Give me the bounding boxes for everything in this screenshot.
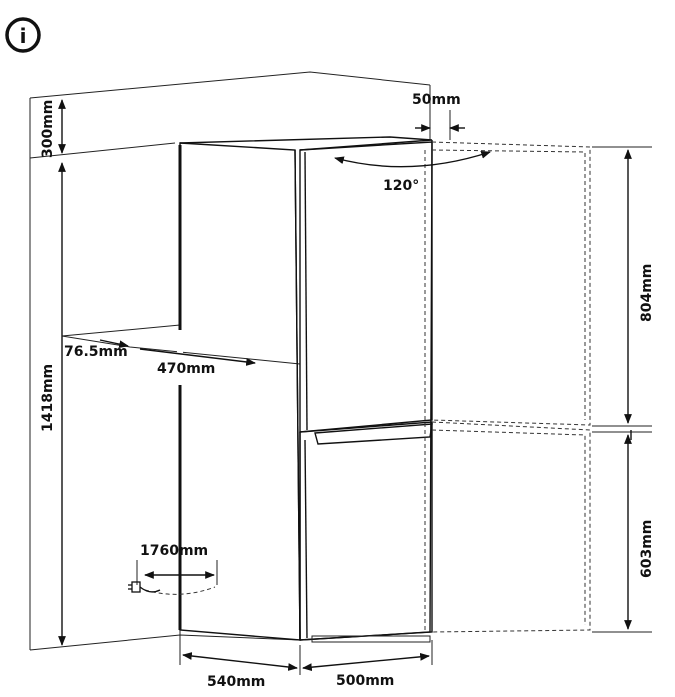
ceiling-clearance-label: 300mm	[40, 100, 56, 158]
dimension-cable-length: 1760mm	[128, 543, 218, 595]
door-upper-label: 804mm	[639, 264, 655, 322]
fridge-body	[177, 136, 433, 641]
dimension-door-lower: 603mm	[592, 430, 655, 633]
info-icon: i	[5, 17, 41, 53]
rear-offset-label: 76.5mm	[64, 344, 128, 360]
dimension-side-gap: 50mm	[412, 92, 465, 140]
shelf-depth-label: 470mm	[157, 361, 215, 377]
power-plug-icon	[128, 581, 161, 593]
door-angle-label: 120°	[383, 178, 419, 194]
dimension-ceiling-clearance: 300mm	[40, 99, 66, 158]
width-label: 500mm	[336, 673, 394, 689]
dimension-height: 1418mm	[40, 162, 66, 646]
dimension-shelf-depth: 470mm	[139, 348, 256, 377]
side-gap-label: 50mm	[412, 92, 461, 108]
depth-label: 540mm	[207, 674, 265, 690]
dimension-width: 500mm	[302, 640, 433, 689]
fridge-doors	[179, 141, 433, 643]
dimension-door-upper: 804mm	[592, 146, 655, 427]
info-icon-glyph: i	[20, 24, 27, 48]
cable-length-label: 1760mm	[140, 543, 208, 559]
open-door-outline	[424, 141, 591, 633]
door-lower-label: 603mm	[639, 520, 655, 578]
dimension-rear-offset: 76.5mm	[64, 339, 129, 360]
wall-outline	[29, 158, 301, 651]
dimension-door-angle: 120°	[334, 150, 491, 194]
height-label: 1418mm	[40, 364, 56, 432]
dimension-depth: 540mm	[179, 640, 301, 690]
